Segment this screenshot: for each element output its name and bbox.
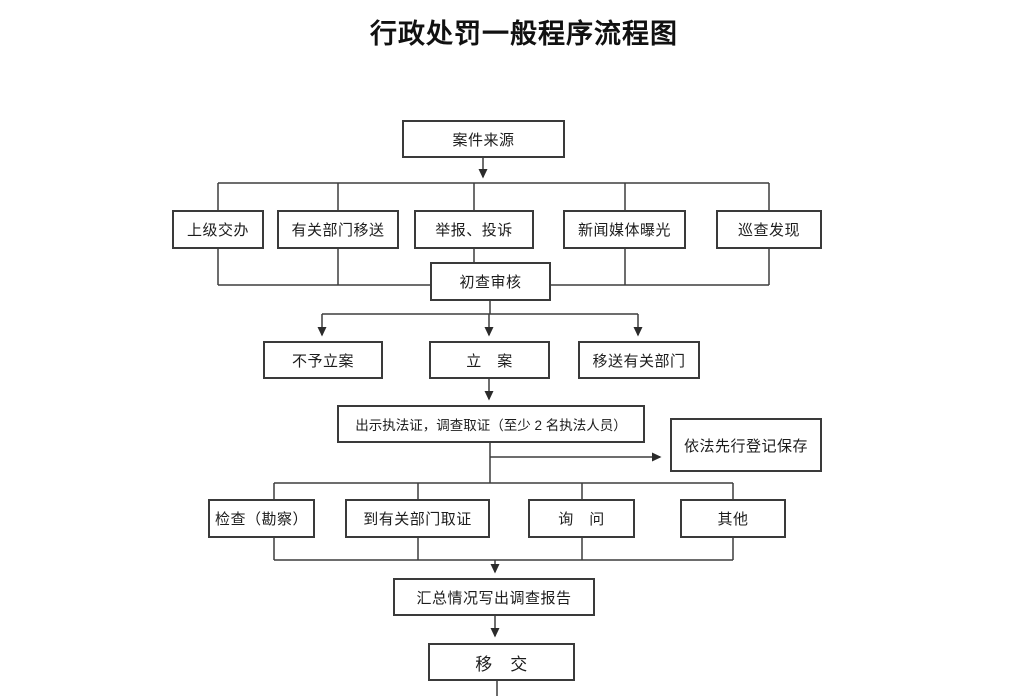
node-dept-transfer: 有关部门移送 bbox=[277, 210, 399, 249]
node-filing: 立 案 bbox=[429, 341, 550, 379]
node-report-complaint: 举报、投诉 bbox=[414, 210, 534, 249]
node-media-exposure: 新闻媒体曝光 bbox=[563, 210, 686, 249]
node-summary-report: 汇总情况写出调查报告 bbox=[393, 578, 595, 616]
node-patrol-discovery: 巡查发现 bbox=[716, 210, 822, 249]
page-title: 行政处罚一般程序流程图 bbox=[370, 19, 678, 49]
node-case-source: 案件来源 bbox=[402, 120, 565, 158]
node-evidence-collection: 出示执法证，调查取证（至少 2 名执法人员） bbox=[337, 405, 645, 443]
node-no-filing: 不予立案 bbox=[263, 341, 383, 379]
node-inspection: 检查（勘察） bbox=[208, 499, 315, 538]
node-other: 其他 bbox=[680, 499, 786, 538]
connector bbox=[217, 182, 770, 696]
node-register-preserve: 依法先行登记保存 bbox=[670, 418, 822, 472]
node-initial-review: 初查审核 bbox=[430, 262, 551, 301]
node-dept-evidence: 到有关部门取证 bbox=[345, 499, 490, 538]
node-handover: 移 交 bbox=[428, 643, 575, 681]
node-inquiry: 询 问 bbox=[528, 499, 635, 538]
node-superior-assign: 上级交办 bbox=[172, 210, 264, 249]
node-transfer-relevant-dept: 移送有关部门 bbox=[578, 341, 700, 379]
